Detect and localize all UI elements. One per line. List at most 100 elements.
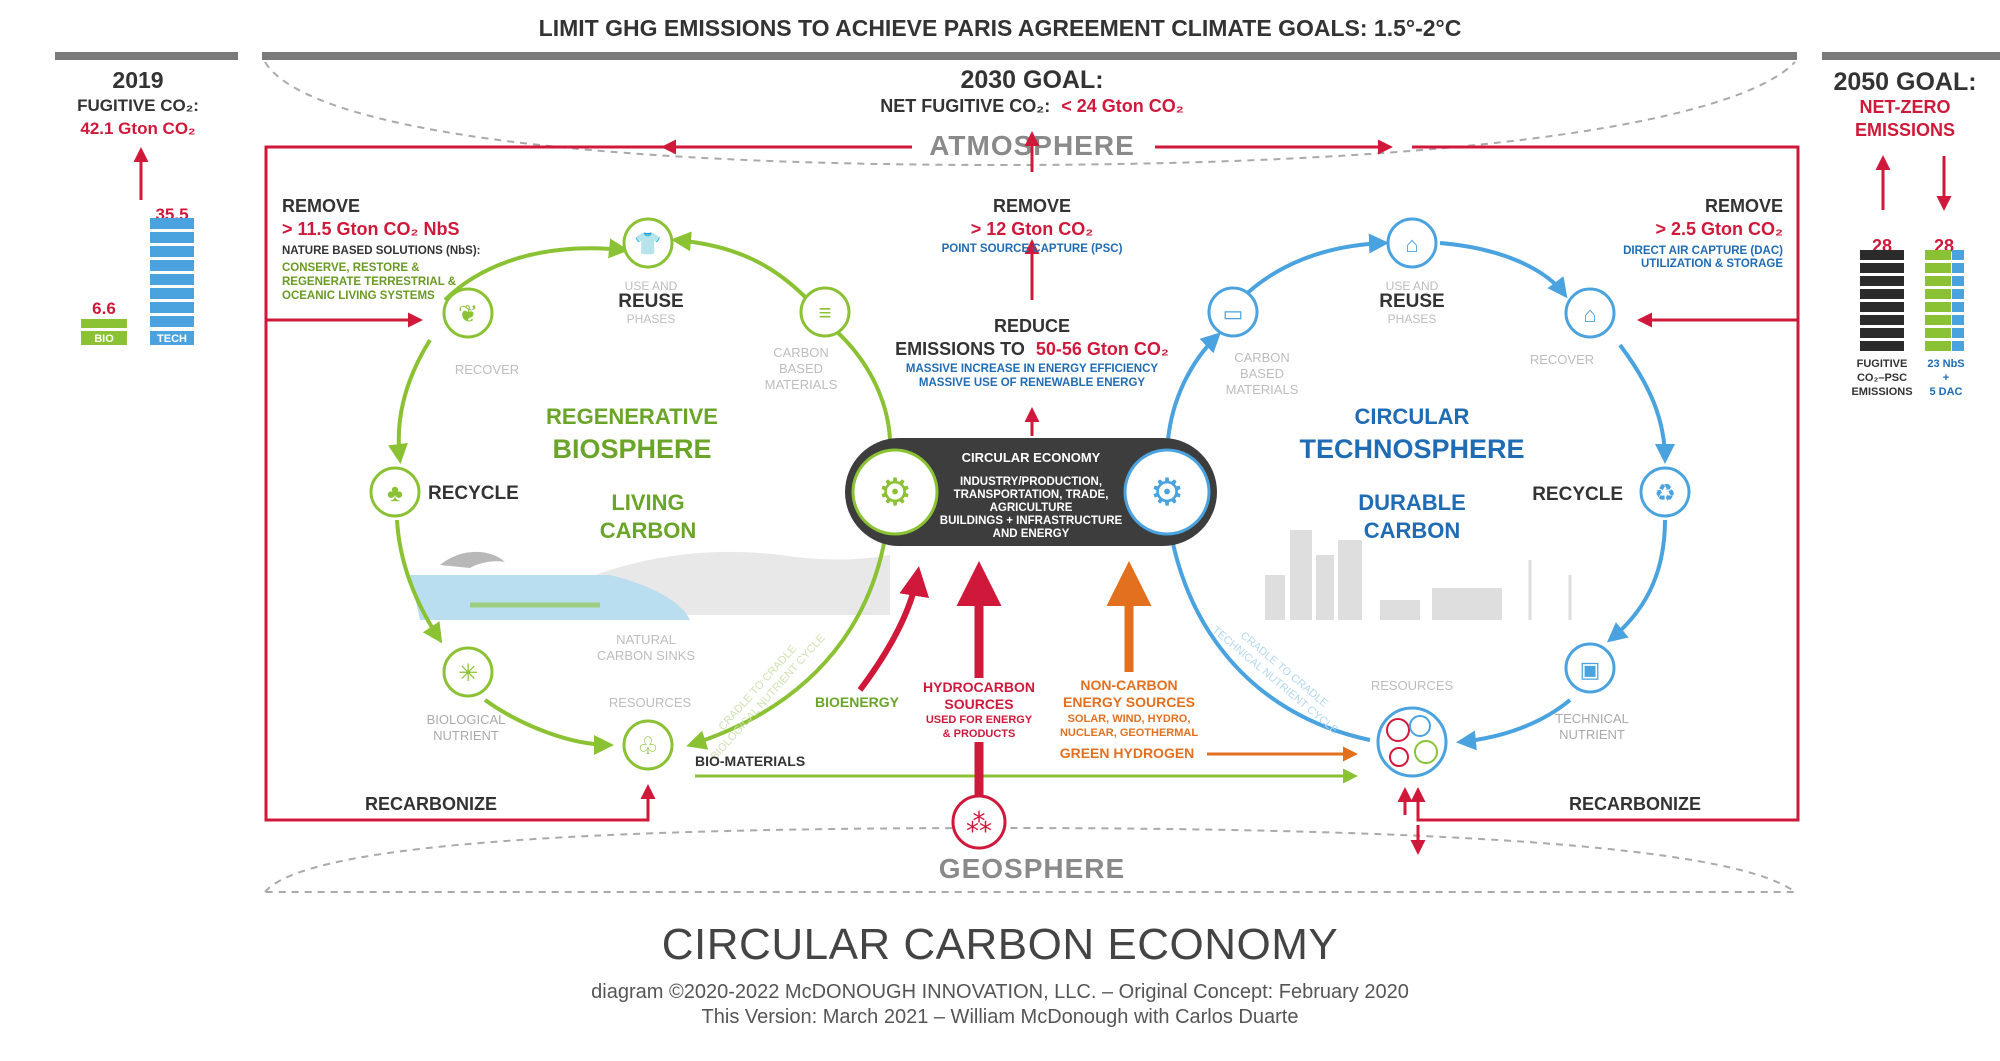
recycle-icon: ♻ <box>1654 480 1676 507</box>
tree-icon: ♧ <box>637 733 659 760</box>
circular-economy-hub: ⚙ ⚙ CIRCULAR ECONOMY INDUSTRY/PRODUCTION… <box>845 438 1217 546</box>
circular-economy-pill <box>845 438 1217 546</box>
biosphere-arc-left <box>388 338 432 464</box>
bar-segment <box>150 218 194 229</box>
remove-dac-line: UTILIZATION & STORAGE <box>1641 258 1783 270</box>
bio-natural-sinks: NATURAL <box>616 632 676 647</box>
main-title: LIMIT GHG EMISSIONS TO ACHIEVE PARIS AGR… <box>539 15 1462 41</box>
tech-use-main: REUSE <box>1379 291 1444 312</box>
recover-tech-node <box>1564 287 1616 339</box>
biosphere-line2: BIOSPHERE <box>552 434 711 464</box>
tech-carbon-materials: CARBON <box>1234 350 1290 365</box>
bio-resources: RESOURCES <box>609 695 692 710</box>
hydrocarbon-line3: USED FOR ENERGY <box>926 714 1033 726</box>
reduce-value: 50-56 Gton CO₂ <box>1036 339 1169 359</box>
resource-red-dots-icon <box>1389 747 1409 767</box>
tech-recarbonize: RECARBONIZE <box>1569 794 1701 814</box>
remove-psc-sub: POINT SOURCE CAPTURE (PSC) <box>942 243 1123 255</box>
building-shape <box>1265 575 1285 620</box>
ce-line: AND ENERGY <box>993 528 1070 540</box>
hydrocarbon-labels: HYDROCARBON SOURCES USED FOR ENERGY & PR… <box>923 679 1035 740</box>
tech-recycle: RECYCLE <box>1532 484 1623 505</box>
biosphere-arc-topright <box>671 231 812 304</box>
hydrocarbon-line1: HYDROCARBON <box>923 679 1035 695</box>
bar-segment <box>1925 302 1951 312</box>
noncarbon-labels: NON-CARBON ENERGY SOURCES SOLAR, WIND, H… <box>1060 677 1199 761</box>
techno-line2: TECHNOSPHERE <box>1299 434 1524 464</box>
tech-use-bottom: PHASES <box>1388 312 1437 326</box>
tech-bar-2019 <box>150 218 194 327</box>
bio-cycle-label: CRADLE TO CRADLE BIOLOGICAL NUTRIENT CYC… <box>709 632 828 762</box>
technosphere-cycle: ⌂ ▭ ⌂ ♻ ▣ <box>1163 217 1691 778</box>
reduce-sub: MASSIVE INCREASE IN ENERGY EFFICIENCY <box>906 363 1159 375</box>
hydrocarbon-label-bg <box>915 678 1043 742</box>
bio-use-bottom: PHASES <box>627 312 676 326</box>
bio-natural-sinks: CARBON SINKS <box>597 648 696 663</box>
tech-gears-node <box>1123 448 1211 536</box>
building-shape <box>1338 540 1362 620</box>
atmosphere-boundary <box>264 61 1796 167</box>
footer-credit-line1: diagram ©2020-2022 McDONOUGH INNOVATION,… <box>591 981 1409 1003</box>
noncarbon-line2: ENERGY SOURCES <box>1063 694 1195 710</box>
bio-recycle: RECYCLE <box>428 483 519 504</box>
resources-bio-node <box>622 719 674 771</box>
recover-bio-node <box>442 287 494 339</box>
tech-carbon-materials: BASED <box>1240 366 1284 381</box>
techno-arc-upleft <box>1166 332 1221 441</box>
bar-segment <box>1860 302 1904 312</box>
bar-segment <box>1860 250 1904 260</box>
bar-segment <box>1860 289 1904 299</box>
building-shape <box>1290 530 1312 620</box>
water-shape <box>410 575 690 620</box>
gears-tech-icon: ⚙ <box>1150 472 1184 514</box>
techno-line4: CARBON <box>1364 518 1461 543</box>
techno-arc-topleft <box>1238 233 1389 302</box>
tech-resources: RESOURCES <box>1371 678 1454 693</box>
goal-2050-line2: EMISSIONS <box>1855 120 1955 140</box>
spool-icon: ≡ <box>819 300 832 325</box>
bio-nutrient: NUTRIENT <box>433 728 499 743</box>
bar-segment <box>1860 328 1904 338</box>
goal-2050-line1: NET-ZERO <box>1859 97 1950 117</box>
bar2-label-line: 5 DAC <box>1929 386 1962 398</box>
bar-segment <box>1925 315 1951 325</box>
natural-sinks-landscape <box>410 551 890 620</box>
reduce-heading: REDUCE <box>994 316 1070 336</box>
biosphere-line3: LIVING <box>611 490 684 515</box>
tech-recover: RECOVER <box>1530 352 1594 367</box>
remove-psc-block: REMOVE > 12 Gton CO₂ POINT SOURCE CAPTUR… <box>942 196 1123 255</box>
resources-tech-node <box>1376 706 1448 778</box>
techno-arc-bottom <box>1456 698 1572 751</box>
bar-segment <box>150 260 194 271</box>
bar-segment <box>150 316 194 327</box>
remove-nbs-heading: REMOVE <box>282 196 360 216</box>
ce-line: BUILDINGS + INFRASTRUCTURE <box>940 515 1123 527</box>
tech-carbon-materials: MATERIALS <box>1226 382 1299 397</box>
hydrocarbon-line4: & PRODUCTS <box>943 728 1016 740</box>
bar-segment <box>1952 250 1964 260</box>
bio-cycle-line: BIOLOGICAL NUTRIENT CYCLE <box>709 632 828 762</box>
reduce-line: EMISSIONS TO 50-56 Gton CO₂ <box>895 339 1169 359</box>
reduce-block: REDUCE EMISSIONS TO 50-56 Gton CO₂ MASSI… <box>895 316 1169 389</box>
house-icon: ⌂ <box>1405 232 1418 257</box>
whale-shape <box>440 551 505 568</box>
reduce-prefix: EMISSIONS TO <box>895 339 1025 359</box>
remove-dac-block: REMOVE > 2.5 Gton CO₂ DIRECT AIR CAPTURE… <box>1623 196 1783 270</box>
bio-use-top: USE AND <box>625 279 678 293</box>
bio-nutrient: BIOLOGICAL <box>427 712 506 727</box>
bar-segment <box>150 288 194 299</box>
bar-segment <box>150 274 194 285</box>
remove-dac-heading: REMOVE <box>1705 196 1783 216</box>
building-shape <box>1316 555 1334 620</box>
building-shape <box>1380 600 1420 620</box>
bioenergy-label: BIOENERGY <box>815 694 900 710</box>
bar-segment <box>1860 341 1904 351</box>
bio-carbon-materials: MATERIALS <box>765 377 838 392</box>
noncarbon-line4: NUCLEAR, GEOTHERMAL <box>1060 727 1198 739</box>
bar1-label-line: FUGITIVE <box>1857 358 1908 370</box>
title-bar-right <box>1822 52 2000 60</box>
bar-segment <box>1952 289 1964 299</box>
biosphere-arc-bottom <box>483 698 614 755</box>
remove-psc-heading: REMOVE <box>993 196 1071 216</box>
bar-segment <box>1925 341 1951 351</box>
